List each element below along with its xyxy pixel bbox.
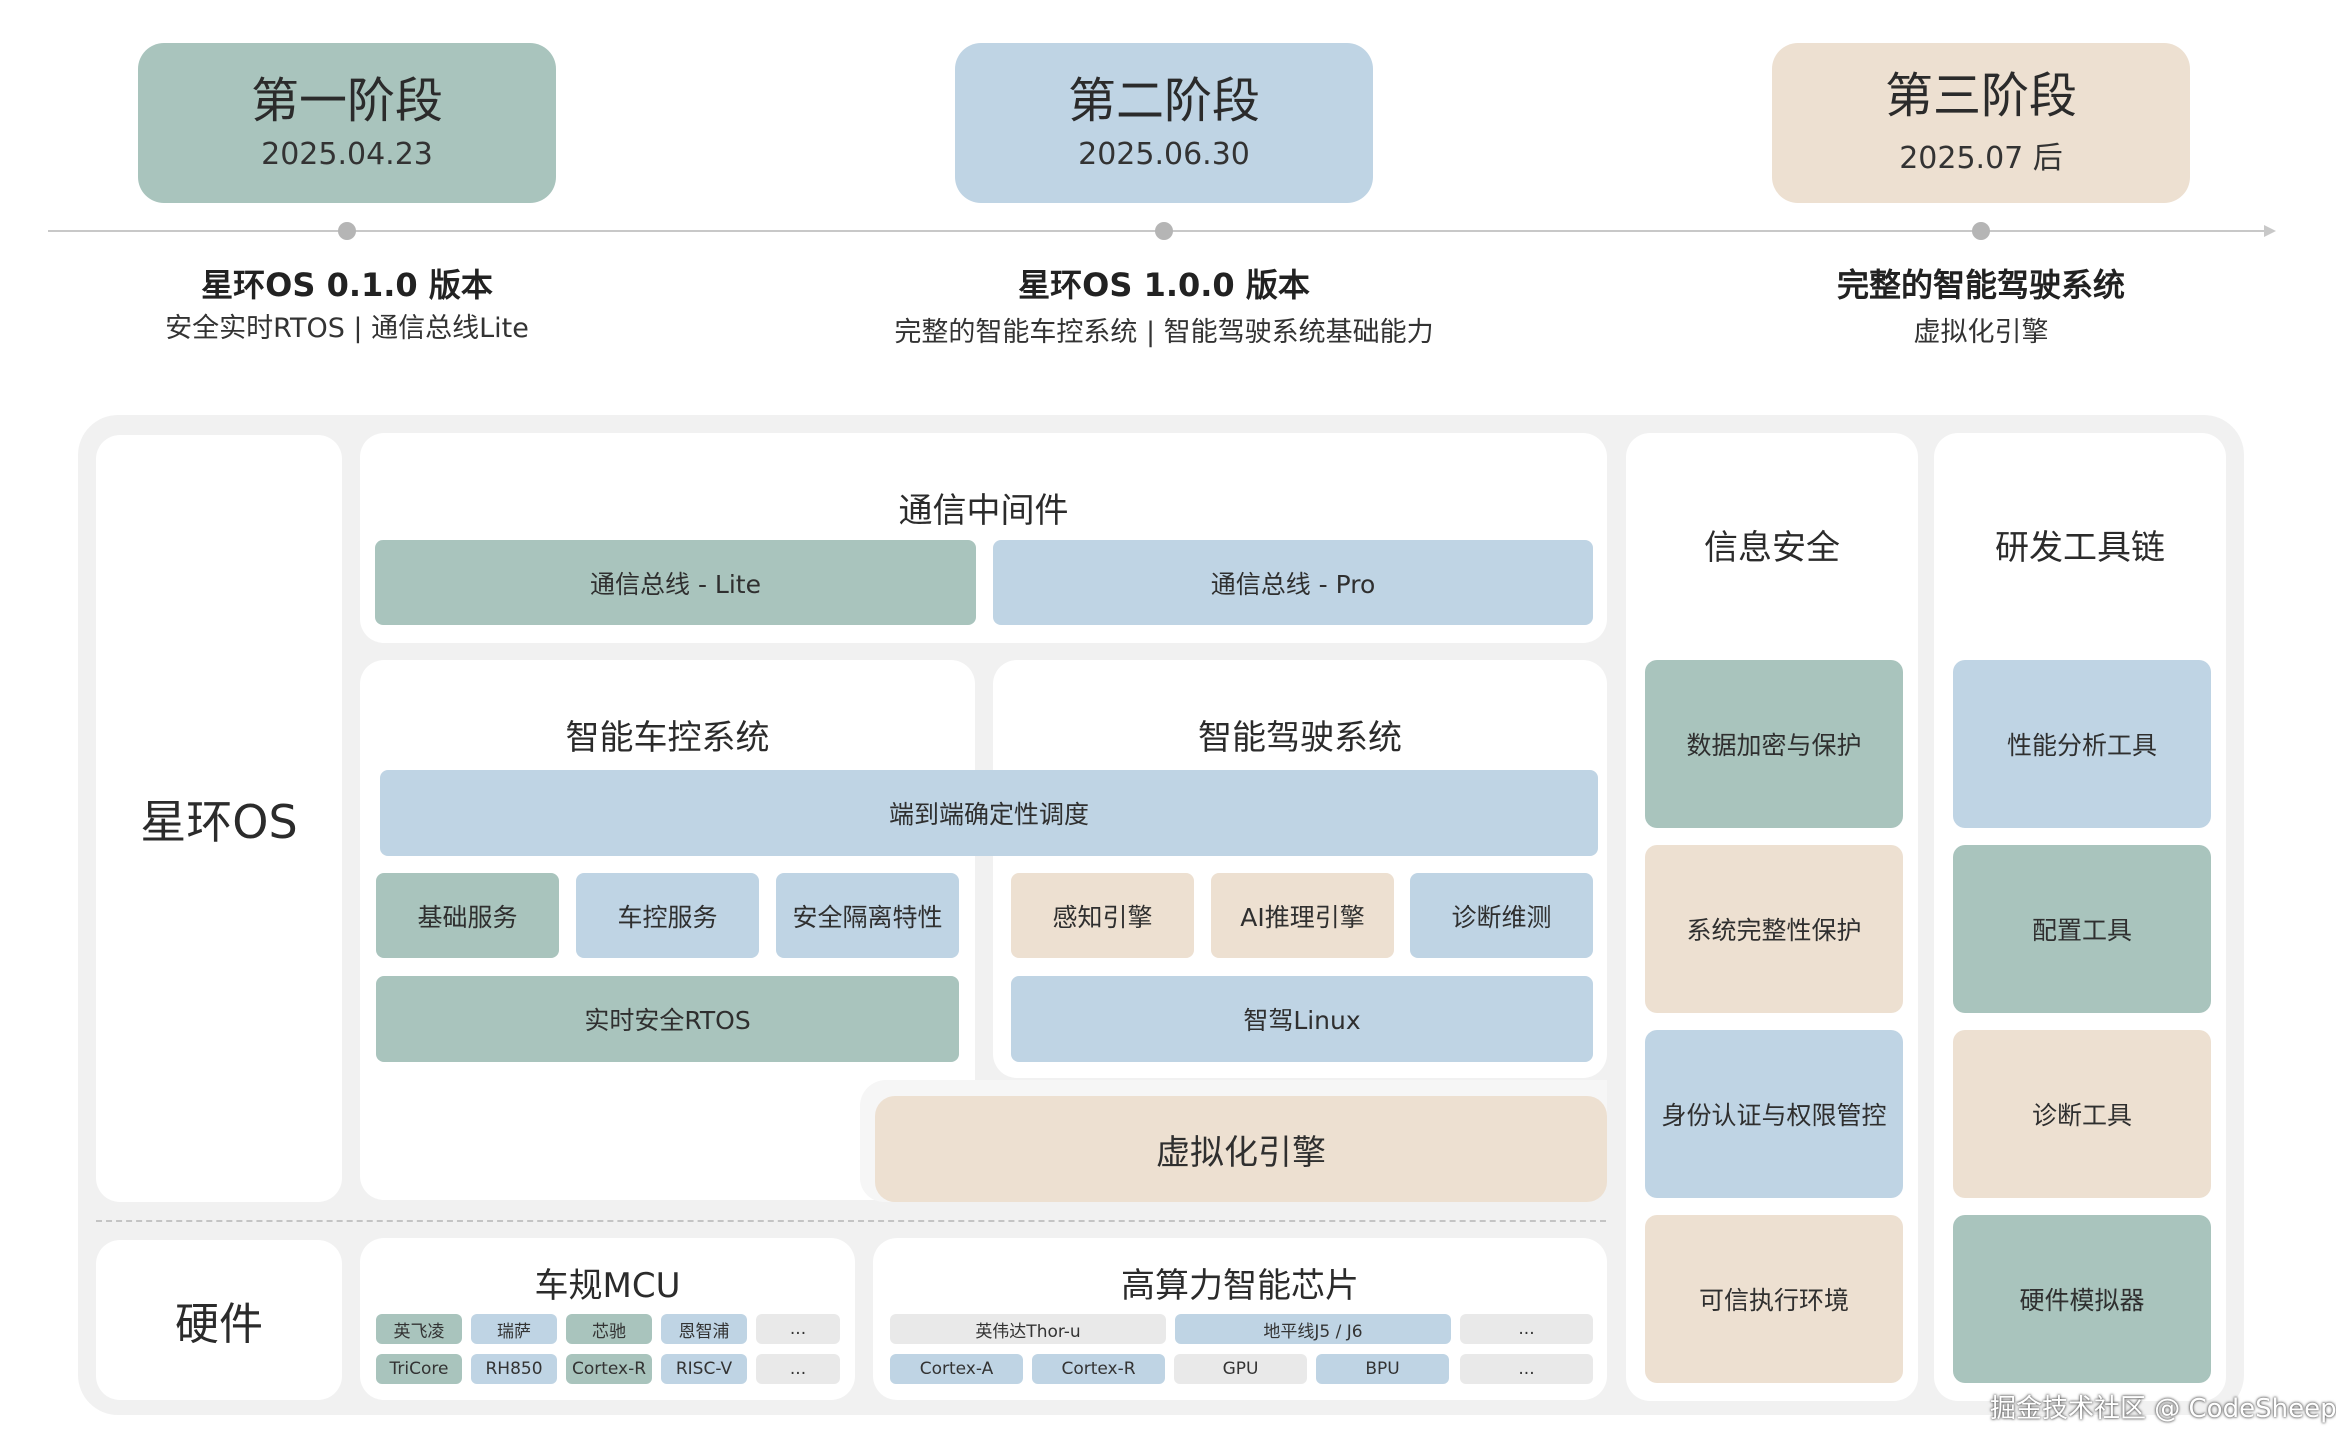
mcu-vendor-more: ... [756, 1314, 840, 1344]
chip-row1-more: ... [1460, 1314, 1593, 1344]
security-title: 信息安全 [1704, 528, 1840, 568]
phase-1-desc: 安全实时RTOS | 通信总线Lite [165, 313, 529, 344]
realtime-rtos: 实时安全RTOS [376, 976, 959, 1062]
timeline-dot-1 [338, 222, 356, 240]
security-item-tee: 可信执行环境 [1645, 1215, 1903, 1383]
chip-row2-more: ... [1460, 1354, 1593, 1384]
phase-3-desc: 虚拟化引擎 [1913, 317, 2049, 348]
vehicle-control-title: 智能车控系统 [565, 718, 770, 758]
mcu-vendor-infineon: 英飞凌 [376, 1314, 462, 1344]
mcu-title: 车规MCU [534, 1266, 681, 1306]
tool-item-perf: 性能分析工具 [1953, 660, 2211, 828]
basic-service: 基础服务 [376, 873, 559, 958]
diag-maintenance: 诊断维测 [1410, 873, 1593, 958]
tool-item-simulator: 硬件模拟器 [1953, 1215, 2211, 1383]
mcu-vendor-semidrive: 芯驰 [566, 1314, 652, 1344]
mcu-vendor-renesas: 瑞萨 [471, 1314, 557, 1344]
phase-1-date: 2025.04.23 [261, 137, 433, 173]
os-label: 星环OS [140, 794, 298, 849]
mcu-vendor-nxp: 恩智浦 [661, 1314, 747, 1344]
phase-2-card: 第二阶段 2025.06.30 [955, 43, 1373, 203]
security-item-auth: 身份认证与权限管控 [1645, 1030, 1903, 1198]
timeline-dot-3 [1972, 222, 1990, 240]
mcu-arch-riscv: RISC-V [661, 1354, 747, 1384]
phase-3-date: 2025.07 后 [1899, 140, 2063, 176]
phase-2-title: 第二阶段 [1067, 72, 1260, 129]
driving-title: 智能驾驶系统 [1198, 718, 1402, 758]
chip-cortex-r: Cortex-R [1032, 1354, 1165, 1384]
phase-1-card: 第一阶段 2025.04.23 [138, 43, 556, 203]
driving-linux: 智驾Linux [1011, 976, 1593, 1062]
chip-horizon-j5-j6: 地平线J5 / J6 [1175, 1314, 1451, 1344]
toolchain-title: 研发工具链 [1995, 528, 2165, 568]
hardware-label-panel: 硬件 [96, 1240, 342, 1400]
mcu-arch-more: ... [756, 1354, 840, 1384]
phase-2-version: 星环OS 1.0.0 版本 [1018, 266, 1310, 304]
chip-cortex-a: Cortex-A [890, 1354, 1023, 1384]
comm-bus-lite: 通信总线 - Lite [375, 540, 976, 625]
mcu-arch-cortex-r: Cortex-R [566, 1354, 652, 1384]
vehicle-control-service: 车控服务 [576, 873, 759, 958]
comm-middleware-title: 通信中间件 [898, 491, 1069, 531]
phase-3-card: 第三阶段 2025.07 后 [1772, 43, 2190, 203]
security-item-integrity: 系统完整性保护 [1645, 845, 1903, 1013]
phase-3-title: 第三阶段 [1884, 68, 2077, 125]
os-label-panel: 星环OS [96, 435, 342, 1202]
tool-item-diag: 诊断工具 [1953, 1030, 2211, 1198]
phase-1-title: 第一阶段 [250, 72, 443, 129]
ai-inference-engine: AI推理引擎 [1211, 873, 1394, 958]
timeline-arrow-icon [2264, 225, 2276, 237]
mcu-arch-tricore: TriCore [376, 1354, 462, 1384]
chip-nvidia-thor: 英伟达Thor-u [890, 1314, 1166, 1344]
perception-engine: 感知引擎 [1011, 873, 1194, 958]
tool-item-config: 配置工具 [1953, 845, 2211, 1013]
watermark: 掘金技术社区 @ CodeSheep [1990, 1394, 2336, 1424]
phase-2-date: 2025.06.30 [1078, 137, 1250, 173]
comm-bus-pro: 通信总线 - Pro [993, 540, 1593, 625]
hardware-divider [96, 1220, 1606, 1222]
phase-2-desc: 完整的智能车控系统 | 智能驾驶系统基础能力 [894, 317, 1434, 348]
chip-bpu: BPU [1316, 1354, 1449, 1384]
chip-gpu: GPU [1174, 1354, 1307, 1384]
safety-isolation: 安全隔离特性 [776, 873, 959, 958]
timeline-dot-2 [1155, 222, 1173, 240]
chip-title: 高算力智能芯片 [1121, 1266, 1359, 1306]
hardware-label: 硬件 [175, 1299, 263, 1350]
phase-1-version: 星环OS 0.1.0 版本 [201, 266, 493, 304]
virtualization-engine: 虚拟化引擎 [875, 1096, 1607, 1202]
mcu-arch-rh850: RH850 [471, 1354, 557, 1384]
e2e-scheduling-bar: 端到端确定性调度 [380, 770, 1598, 856]
security-item-encryption: 数据加密与保护 [1645, 660, 1903, 828]
phase-3-version: 完整的智能驾驶系统 [1836, 266, 2125, 304]
